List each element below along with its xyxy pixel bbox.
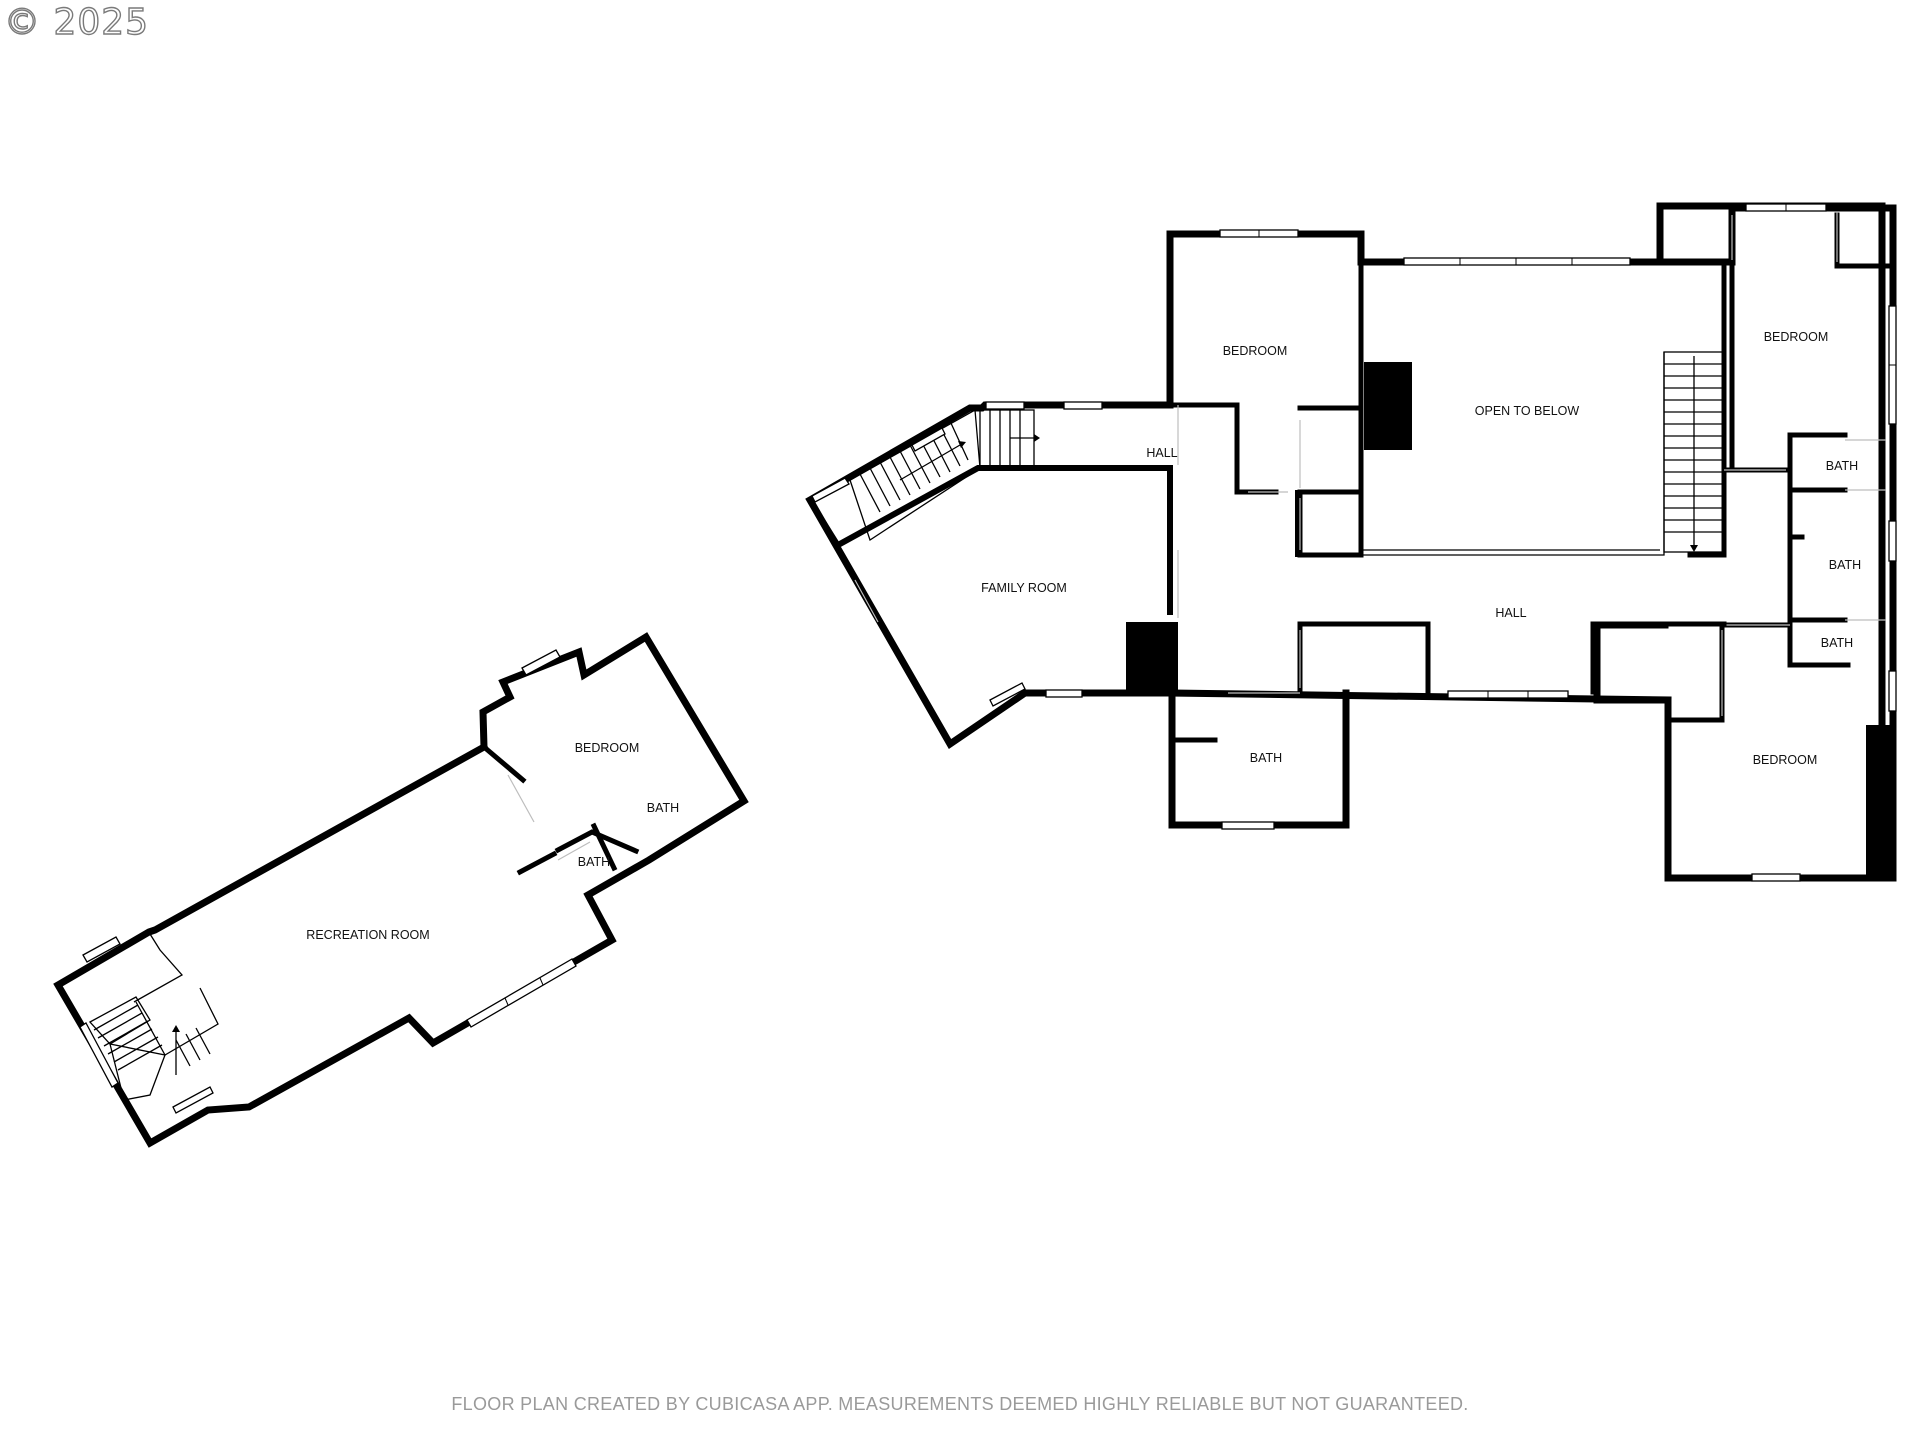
- fireplace-north: [1364, 362, 1412, 450]
- lower-floor-plan: BEDROOM BATH BATH RECREATION ROOM: [53, 632, 749, 1148]
- lower-room-labels: BEDROOM BATH BATH RECREATION ROOM: [306, 741, 679, 942]
- label-bath-ne-3: BATH: [1821, 636, 1853, 650]
- label-bedroom-nw: BEDROOM: [1223, 344, 1288, 358]
- hall-walls: [1166, 202, 1886, 754]
- upper-floor-plan: BEDROOM OPEN TO BELOW BEDROOM HALL FAMIL…: [805, 202, 1897, 882]
- label-lower-bath-1: BATH: [647, 801, 679, 815]
- label-bath-ne-1: BATH: [1826, 459, 1858, 473]
- upper-windows: [811, 203, 1897, 882]
- label-bath-south: BATH: [1250, 751, 1282, 765]
- ne-bedroom-walls: [1593, 204, 1897, 882]
- center-hall-walls: [1168, 550, 1727, 829]
- ne-bath-walls: [1721, 432, 1886, 668]
- label-lower-bedroom: BEDROOM: [575, 741, 640, 755]
- family-room-walls: [805, 401, 1176, 750]
- lower-stair: [88, 933, 219, 1101]
- lower-floor-walls: [53, 632, 749, 1148]
- lower-windows: [79, 649, 577, 1114]
- label-family-room: FAMILY ROOM: [981, 581, 1067, 595]
- open-to-below-stair: [1663, 351, 1725, 553]
- copyright-watermark: © 2025: [3, 1, 150, 43]
- label-bedroom-ne: BEDROOM: [1764, 330, 1829, 344]
- label-bath-ne-2: BATH: [1829, 558, 1861, 572]
- footer-disclaimer: FLOOR PLAN CREATED BY CUBICASA APP. MEAS…: [451, 1394, 1469, 1414]
- label-hall-north: HALL: [1146, 446, 1177, 460]
- label-bedroom-se: BEDROOM: [1753, 753, 1818, 767]
- upper-room-labels: BEDROOM OPEN TO BELOW BEDROOM HALL FAMIL…: [981, 330, 1861, 767]
- label-recreation-room: RECREATION ROOM: [306, 928, 429, 942]
- label-lower-bath-2: BATH: [578, 855, 610, 869]
- label-open-to-below: OPEN TO BELOW: [1475, 404, 1580, 418]
- fireplace-family-room: [1126, 622, 1178, 696]
- label-hall-center: HALL: [1495, 606, 1526, 620]
